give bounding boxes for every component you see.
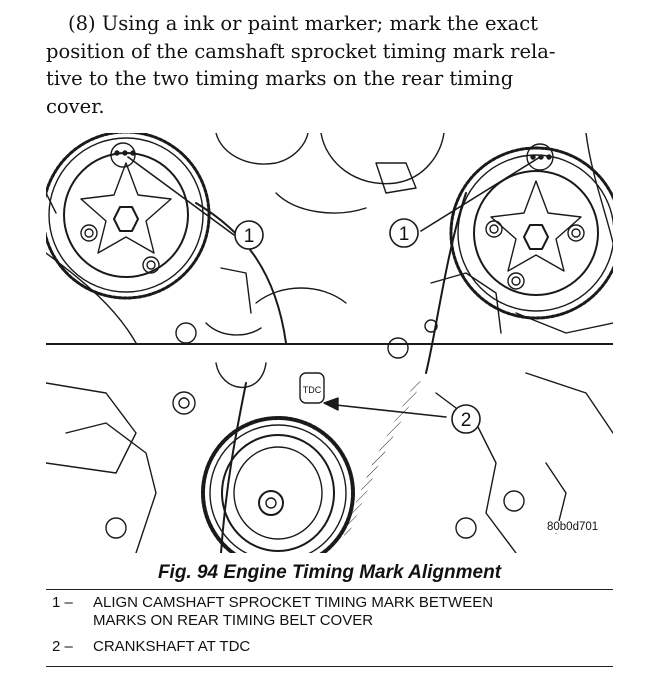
figure-code: 80b0d701 — [545, 521, 601, 533]
timing-drawing: 1 1 2 TDC — [46, 133, 613, 553]
bolt — [455, 517, 477, 539]
bolt — [387, 337, 409, 359]
callout-circle — [234, 220, 264, 250]
engine-contour — [220, 267, 252, 314]
bolt — [424, 319, 438, 333]
legend-top-rule — [46, 589, 613, 590]
bolt — [175, 322, 197, 344]
legend-description: ALIGN CAMSHAFT SPROCKET TIMING MARK BETW… — [93, 594, 494, 629]
engine-contour — [545, 462, 567, 534]
step-line: (8) Using a ink or paint marker; mark th… — [68, 12, 538, 35]
bolt — [178, 397, 190, 409]
legend-bottom-rule — [46, 666, 613, 667]
engine-contour — [275, 192, 367, 214]
bolt — [503, 490, 525, 512]
legend-description: CRANKSHAFT AT TDC — [93, 638, 251, 655]
engine-contour — [430, 272, 502, 334]
engine-contour — [46, 382, 137, 474]
engine-contour — [215, 133, 309, 165]
tdc-mark-label: TDC — [303, 385, 322, 395]
leader-line-1b — [420, 156, 541, 232]
timing-belt — [425, 192, 467, 374]
legend-number: 2 – — [52, 638, 73, 655]
idler-pulley — [215, 362, 267, 389]
bolt — [105, 517, 127, 539]
callout-circle — [389, 218, 419, 248]
step-instruction: (8) Using a ink or paint marker; mark th… — [46, 10, 612, 120]
engine-contour — [320, 133, 445, 185]
timing-belt — [343, 380, 421, 536]
callout-circle — [451, 404, 481, 434]
step-line: position of the camshaft sprocket timing… — [46, 39, 556, 63]
engine-contour — [46, 192, 57, 214]
engine-contour — [525, 372, 613, 434]
callout-number: 2 — [461, 410, 472, 431]
figure-legend: 1 – ALIGN CAMSHAFT SPROCKET TIMING MARK … — [52, 594, 612, 664]
bolt — [172, 391, 196, 415]
engine-contour — [255, 287, 347, 304]
left-camshaft-sprocket — [46, 133, 211, 300]
legend-number: 1 – — [52, 594, 73, 611]
engine-contour — [585, 133, 613, 244]
figure-caption: Fig. 94 Engine Timing Mark Alignment — [157, 562, 502, 583]
tdc-pointer — [299, 372, 325, 404]
legend-item: 2 – CRANKSHAFT AT TDC — [52, 638, 612, 656]
callout-number: 1 — [244, 226, 255, 247]
timing-belt — [195, 202, 287, 344]
engine-contour — [65, 422, 157, 553]
callout-number: 1 — [399, 224, 410, 245]
engine-contour — [515, 312, 613, 334]
right-camshaft-sprocket — [449, 143, 613, 320]
arrow-head-2 — [323, 397, 339, 411]
crankshaft-sprocket — [201, 372, 355, 553]
step-line: tive to the two timing marks on the rear… — [46, 67, 514, 90]
step-line: cover. — [46, 94, 105, 118]
leader-line-2 — [335, 404, 447, 418]
engine-contour — [375, 162, 417, 194]
engine-contour — [205, 322, 262, 336]
legend-item: 1 – ALIGN CAMSHAFT SPROCKET TIMING MARK … — [52, 594, 612, 630]
engine-timing-illustration: 1 1 2 TDC — [46, 133, 613, 553]
leader-line-1 — [127, 156, 235, 236]
